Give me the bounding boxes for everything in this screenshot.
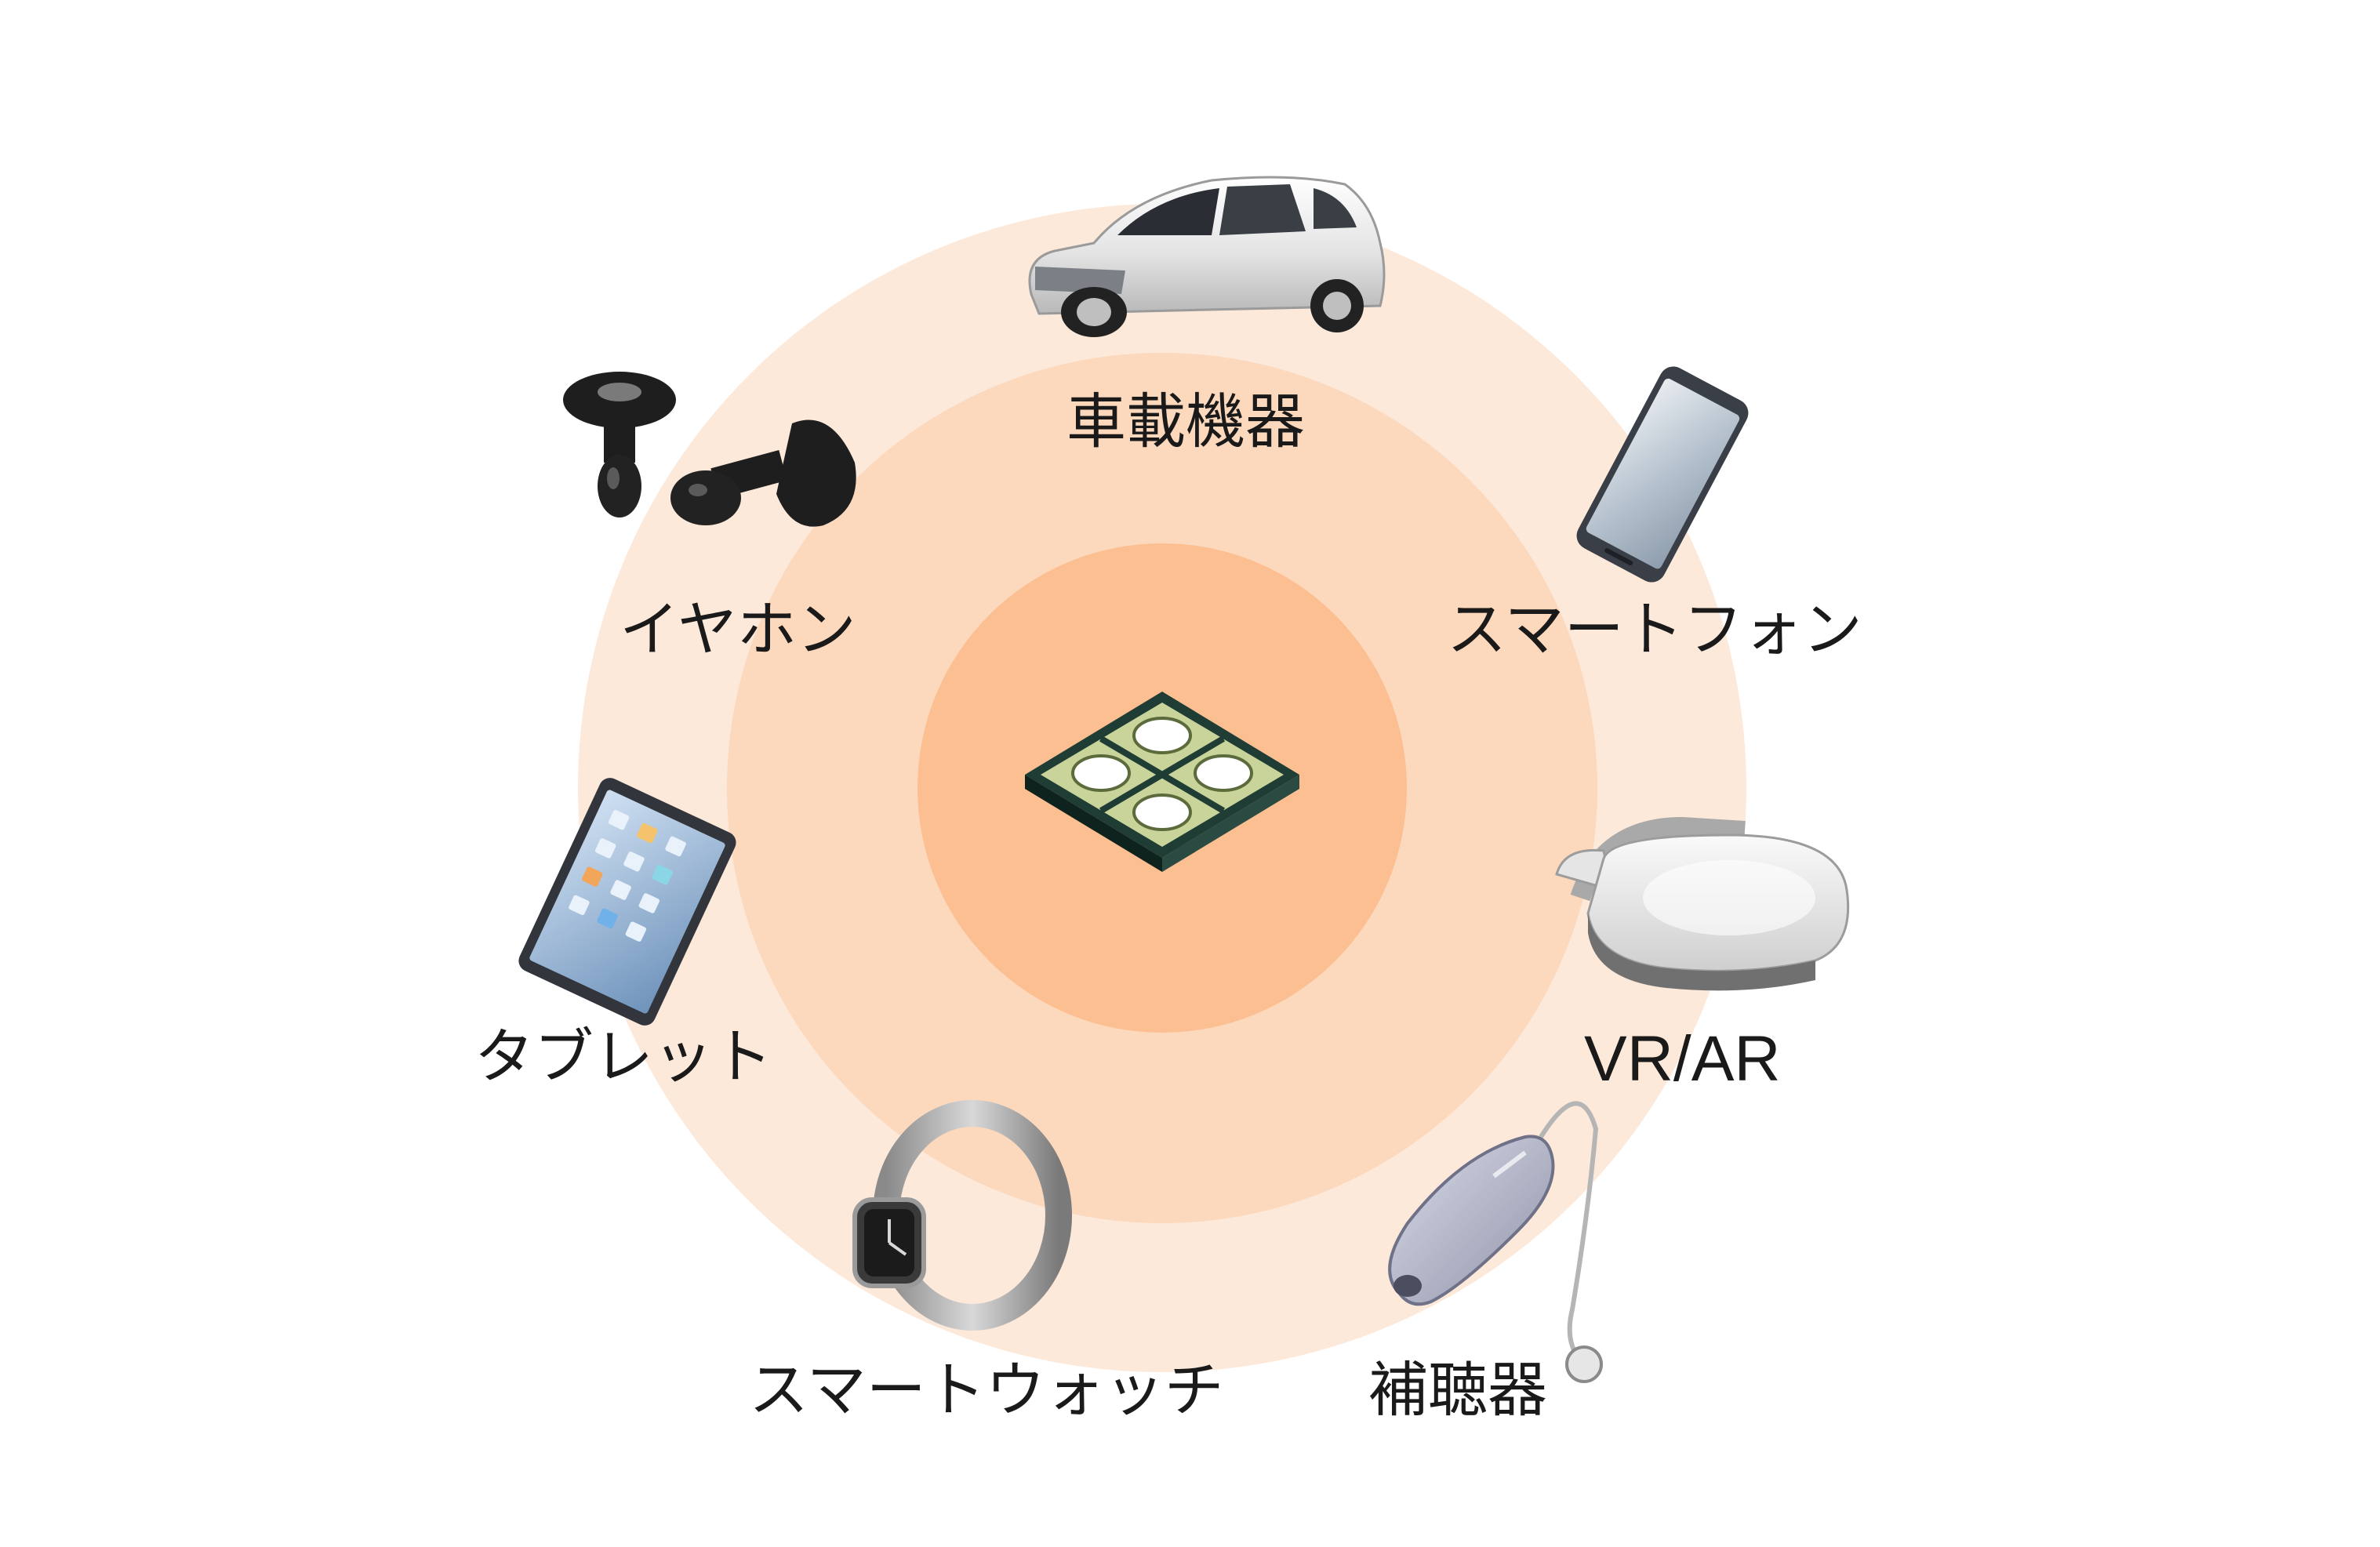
car-icon: [1028, 176, 1386, 337]
label-vrar: VR/AR: [1584, 1023, 1781, 1095]
tablet-icon: [518, 778, 736, 1026]
label-smartwatch: スマートウォッチ: [749, 1355, 1224, 1425]
label-hearing-aid: 補聴器: [1368, 1355, 1547, 1425]
smartwatch-icon: [852, 1100, 1072, 1331]
label-earphones: イヤホン: [620, 594, 856, 664]
earphones-icon: [563, 372, 856, 527]
smartphone-icon: [1576, 366, 1749, 583]
label-car: 車載機器: [1066, 387, 1305, 456]
semiconductor-chip-icon: [1025, 692, 1299, 872]
label-tablet: タブレット: [474, 1022, 772, 1091]
label-smartphone: スマートフォン: [1447, 594, 1862, 664]
hearing-aid-icon: [1388, 1101, 1603, 1383]
vr-headset-icon: [1555, 816, 1850, 991]
